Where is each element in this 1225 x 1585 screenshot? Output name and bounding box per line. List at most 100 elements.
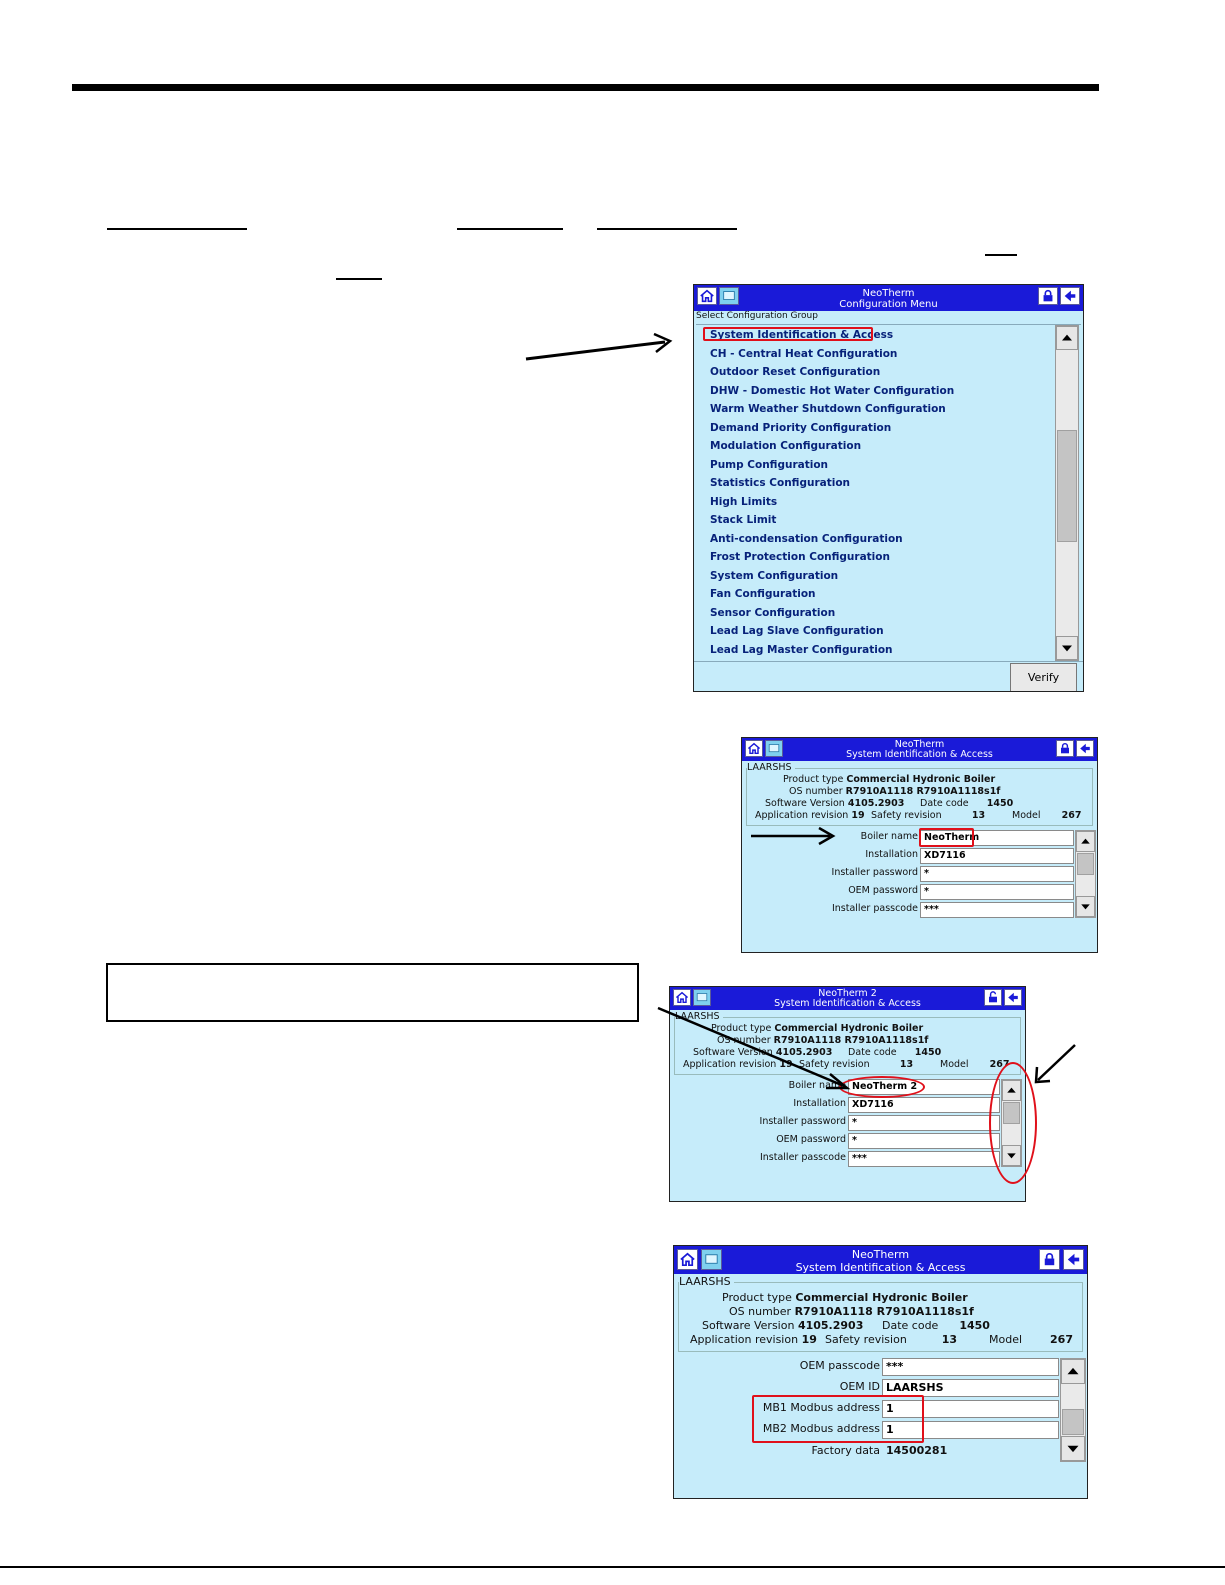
home-icon	[747, 742, 761, 755]
screen-button[interactable]	[765, 740, 783, 757]
config-group-item[interactable]: Sensor Configuration	[710, 606, 836, 619]
config-group-item[interactable]: Statistics Configuration	[710, 477, 851, 489]
config-group-item[interactable]: Stack Limit	[710, 514, 777, 526]
config-group-item[interactable]: Warm Weather Shutdown Configuration	[710, 403, 946, 415]
setting-field[interactable]: ***	[882, 1358, 1059, 1376]
system-id-screen-2: NeoTherm 2 System Identification & Acces…	[669, 986, 1026, 1202]
sw-row: Software Version 4105.2903	[765, 798, 904, 809]
setting-field[interactable]: ***	[920, 902, 1074, 918]
model-row: Model 267	[940, 1059, 1010, 1070]
screen-button[interactable]	[693, 989, 711, 1006]
setting-field[interactable]: *	[920, 884, 1074, 900]
safety-label: Safety revision	[799, 1059, 870, 1070]
unlock-button[interactable]	[984, 989, 1002, 1006]
scroll-down-button[interactable]	[1056, 636, 1078, 660]
back-arrow-icon	[1067, 1253, 1080, 1266]
back-button[interactable]	[1004, 989, 1022, 1006]
settings-scrollbar[interactable]	[1060, 1358, 1086, 1462]
setting-field[interactable]: *	[920, 866, 1074, 882]
config-group-item[interactable]: Fan Configuration	[710, 588, 816, 600]
date-value: 1450	[959, 1319, 990, 1332]
screen-icon	[723, 291, 735, 300]
config-group-item[interactable]: Pump Configuration	[710, 458, 829, 471]
config-group-item[interactable]: Demand Priority Configuration	[710, 421, 892, 434]
safety-value: 13	[971, 810, 986, 821]
setting-label: Installer passcode	[759, 1152, 846, 1163]
screen-button[interactable]	[719, 287, 739, 305]
config-group-item[interactable]: System Configuration	[710, 569, 839, 582]
sw-label: Software Version	[765, 798, 845, 809]
setting-label: Installation	[865, 849, 918, 860]
config-group-item[interactable]: Lead Lag Slave Configuration	[710, 625, 884, 637]
scroll-up-button[interactable]	[1076, 831, 1095, 852]
config-group-item[interactable]: High Limits	[710, 495, 778, 508]
setting-field[interactable]: NeoTherm	[920, 830, 1074, 846]
sw-row: Software Version 4105.2903	[702, 1319, 863, 1332]
pointer-arrow-1	[525, 332, 673, 361]
scroll-down-button[interactable]	[1076, 896, 1095, 917]
scroll-down-button[interactable]	[1061, 1436, 1085, 1461]
setting-label: Installer passcode	[831, 903, 918, 914]
sw-value: 4105.2903	[847, 798, 905, 809]
factory-data-label: Factory data	[811, 1444, 880, 1457]
menu-scrollbar[interactable]	[1055, 325, 1079, 661]
scroll-up-icon	[1067, 1367, 1079, 1375]
setting-label: OEM password	[848, 885, 918, 896]
home-button[interactable]	[677, 1249, 698, 1270]
app-value: 19	[851, 810, 865, 821]
scroll-thumb[interactable]	[1062, 1409, 1084, 1435]
model-label: Model	[940, 1059, 969, 1070]
safety-row: Safety revision 13	[825, 1333, 957, 1346]
scroll-up-button[interactable]	[1061, 1359, 1085, 1384]
lock-button[interactable]	[1039, 1249, 1060, 1270]
home-button[interactable]	[673, 989, 691, 1006]
config-group-item[interactable]: Anti-condensation Configuration	[710, 532, 903, 545]
lock-button[interactable]	[1056, 740, 1074, 757]
scroll-up-icon	[1062, 334, 1072, 341]
config-group-item[interactable]: Modulation Configuration	[710, 440, 862, 452]
app-value: 19	[801, 1333, 817, 1346]
home-button[interactable]	[745, 740, 763, 757]
app-label: Application revision	[690, 1333, 799, 1346]
setting-label: Installation	[793, 1098, 846, 1109]
scroll-thumb[interactable]	[1077, 853, 1094, 875]
back-button[interactable]	[1063, 1249, 1084, 1270]
setting-label: MB2 Modbus address	[762, 1422, 880, 1435]
verify-button[interactable]: Verify	[1010, 663, 1077, 691]
lock-button[interactable]	[1038, 287, 1058, 305]
model-row: Model 267	[989, 1333, 1073, 1346]
back-button[interactable]	[1060, 287, 1080, 305]
highlight-system-id	[703, 327, 873, 341]
back-button[interactable]	[1076, 740, 1094, 757]
settings-scrollbar[interactable]	[1075, 830, 1096, 918]
info-group	[674, 1017, 1021, 1075]
setting-field[interactable]: XD7116	[920, 848, 1074, 864]
setting-label: Boiler name	[788, 1080, 846, 1091]
config-group-item[interactable]: Frost Protection Configuration	[710, 551, 890, 563]
factory-data-value: 14500281	[886, 1444, 948, 1457]
setting-field[interactable]: XD7116	[848, 1097, 1000, 1113]
model-label: Model	[1012, 810, 1041, 821]
system-id-screen-1: NeoTherm System Identification & Access …	[741, 737, 1098, 953]
home-button[interactable]	[697, 287, 717, 305]
config-group-item[interactable]: CH - Central Heat Configuration	[710, 347, 898, 360]
sw-value: 4105.2903	[775, 1047, 833, 1058]
setting-field[interactable]: LAARSHS	[882, 1379, 1059, 1397]
sw-label: Software Version	[702, 1319, 795, 1332]
scroll-up-button[interactable]	[1056, 326, 1078, 350]
setting-field[interactable]: *	[848, 1133, 1000, 1149]
setting-field[interactable]: 1	[882, 1421, 1059, 1439]
model-value: 267	[1061, 810, 1082, 821]
screen-button[interactable]	[701, 1249, 722, 1270]
scroll-thumb[interactable]	[1057, 430, 1077, 542]
setting-field[interactable]: ***	[848, 1151, 1000, 1167]
title-bar: NeoTherm 2 System Identification & Acces…	[670, 987, 1025, 1010]
config-group-item[interactable]: DHW - Domestic Hot Water Configuration	[710, 384, 955, 397]
setting-field[interactable]: *	[848, 1115, 1000, 1131]
safety-row: Safety revision 13	[871, 810, 985, 821]
config-group-item[interactable]: Outdoor Reset Configuration	[710, 366, 881, 378]
config-group-item[interactable]: System Identification & Access	[710, 329, 894, 341]
product-type-label: Product type	[783, 774, 844, 785]
config-group-item[interactable]: Lead Lag Master Configuration	[710, 643, 893, 656]
setting-field[interactable]: 1	[882, 1400, 1059, 1418]
